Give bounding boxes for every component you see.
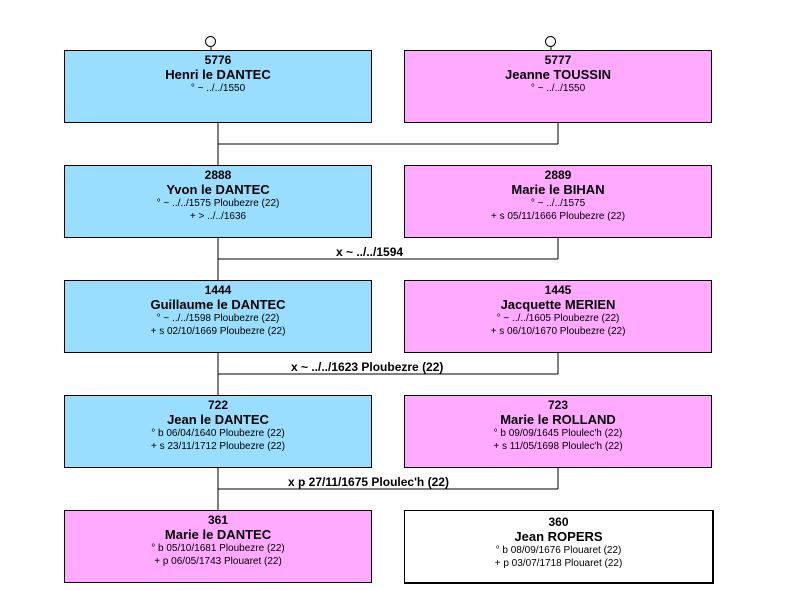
marriage-label: x ~ ../../1623 Ploubezre (22)	[291, 360, 444, 374]
person-box-2889[interactable]: 2889 Marie le BIHAN ° ~ ../../1575 + s 0…	[404, 165, 712, 238]
person-box-1444[interactable]: 1444 Guillaume le DANTEC ° ~ ../../1598 …	[64, 280, 372, 353]
death-info: + p 06/05/1743 Plouaret (22)	[154, 556, 282, 567]
marriage-label: x ~ ../../1594	[336, 245, 404, 259]
death-info: + s 11/05/1698 Ploulec'h (22)	[493, 441, 623, 452]
sosa-number: 361	[207, 513, 229, 527]
death-info: + p 03/07/1718 Plouaret (22)	[494, 558, 623, 569]
death-info: + > ../../1636	[189, 211, 247, 222]
birth-info: ° b 06/04/1640 Ploubezre (22)	[151, 428, 285, 439]
expand-ancestor-circle-icon[interactable]	[205, 36, 216, 47]
person-name: Marie le DANTEC	[164, 527, 272, 542]
birth-info: ° b 08/09/1676 Plouaret (22)	[495, 545, 622, 556]
person-name: Marie le BIHAN	[511, 182, 605, 197]
birth-info: ° ~ ../../1575	[530, 198, 586, 209]
death-info: + s 06/10/1670 Ploubezre (22)	[490, 326, 626, 337]
person-name: Guillaume le DANTEC	[150, 297, 286, 312]
person-box-360[interactable]: 360 Jean ROPERS ° b 08/09/1676 Plouaret …	[404, 510, 714, 584]
person-box-5777[interactable]: 5777 Jeanne TOUSSIN ° ~ ../../1550	[404, 50, 712, 123]
person-box-5776[interactable]: 5776 Henri le DANTEC ° ~ ../../1550	[64, 50, 372, 123]
sosa-number: 5777	[544, 53, 572, 67]
person-name: Jean le DANTEC	[167, 412, 269, 427]
birth-info: ° ~ ../../1598 Ploubezre (22)	[156, 313, 280, 324]
sosa-number: 723	[547, 398, 569, 412]
person-name: Marie le ROLLAND	[500, 412, 616, 427]
birth-info: ° ~ ../../1575 Ploubezre (22)	[156, 198, 280, 209]
sosa-number: 5776	[204, 53, 232, 67]
marriage-label: x p 27/11/1675 Ploulec'h (22)	[288, 475, 449, 489]
expand-ancestor-circle-icon[interactable]	[545, 36, 556, 47]
person-box-722[interactable]: 722 Jean le DANTEC ° b 06/04/1640 Ploube…	[64, 395, 372, 468]
sosa-number: 722	[207, 398, 229, 412]
sosa-number: 1445	[544, 283, 572, 297]
person-box-723[interactable]: 723 Marie le ROLLAND ° b 09/09/1645 Plou…	[404, 395, 712, 468]
death-info: + s 02/10/1669 Ploubezre (22)	[150, 326, 286, 337]
sosa-number: 360	[548, 515, 569, 529]
birth-info: ° ~ ../../1550	[530, 83, 586, 94]
sosa-number: 1444	[204, 283, 232, 297]
person-name: Jacquette MERIEN	[500, 297, 616, 312]
person-box-361[interactable]: 361 Marie le DANTEC ° b 05/10/1681 Ploub…	[64, 510, 372, 583]
person-name: Yvon le DANTEC	[166, 182, 270, 197]
birth-info: ° ~ ../../1550	[190, 83, 246, 94]
birth-info: ° ~ ../../1605 Ploubezre (22)	[496, 313, 620, 324]
sosa-number: 2888	[204, 168, 232, 182]
death-info: + s 23/11/1712 Ploubezre (22)	[150, 441, 286, 452]
person-name: Jean ROPERS	[514, 529, 603, 544]
person-box-1445[interactable]: 1445 Jacquette MERIEN ° ~ ../../1605 Plo…	[404, 280, 712, 353]
person-name: Jeanne TOUSSIN	[505, 67, 611, 82]
sosa-number: 2889	[544, 168, 572, 182]
person-name: Henri le DANTEC	[165, 67, 271, 82]
death-info: + s 05/11/1666 Ploubezre (22)	[490, 211, 626, 222]
birth-info: ° b 05/10/1681 Ploubezre (22)	[151, 543, 285, 554]
person-box-2888[interactable]: 2888 Yvon le DANTEC ° ~ ../../1575 Ploub…	[64, 165, 372, 238]
birth-info: ° b 09/09/1645 Ploulec'h (22)	[493, 428, 623, 439]
